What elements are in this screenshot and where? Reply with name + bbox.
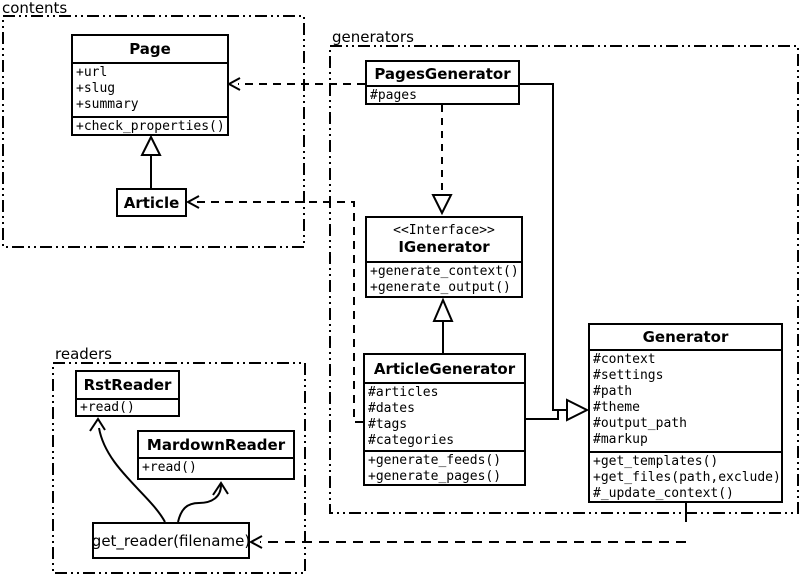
class-generator-attributes: #context #settings #path #theme #output_… bbox=[590, 349, 781, 451]
edge-generators-to-generator-generalization bbox=[519, 83, 590, 422]
class-pages-generator: PagesGenerator #pages bbox=[365, 60, 520, 105]
edge-pagesgenerator-to-igenerator-realization bbox=[431, 105, 453, 216]
class-pages-generator-attributes: #pages bbox=[367, 85, 518, 103]
class-page: Page +url +slug +summary +check_properti… bbox=[71, 34, 229, 136]
class-rst-reader-title: RstReader bbox=[83, 376, 172, 394]
edge-generator-to-getreader-dependency bbox=[248, 503, 687, 549]
class-igenerator-title: <<Interface>> IGenerator bbox=[367, 218, 521, 261]
class-page-methods: +check_properties() bbox=[73, 116, 227, 134]
edge-articlegenerator-to-article-dependency bbox=[185, 195, 363, 423]
class-page-title: Page bbox=[129, 40, 171, 58]
class-article: Article bbox=[116, 188, 187, 217]
class-generator-title: Generator bbox=[642, 328, 729, 346]
edge-articlegenerator-to-igenerator-generalization bbox=[432, 297, 454, 353]
class-article-generator-attributes: #articles #dates #tags #categories bbox=[365, 382, 524, 450]
class-article-title: Article bbox=[123, 193, 180, 212]
class-generator: Generator #context #settings #path #them… bbox=[588, 323, 783, 503]
class-igenerator-name: IGenerator bbox=[398, 237, 490, 256]
class-pages-generator-title: PagesGenerator bbox=[374, 64, 511, 83]
class-mardown-reader: MardownReader +read() bbox=[137, 430, 295, 480]
class-article-generator: ArticleGenerator #articles #dates #tags … bbox=[363, 353, 526, 486]
package-label-generators: generators bbox=[332, 28, 414, 46]
class-article-generator-title: ArticleGenerator bbox=[373, 359, 516, 378]
package-label-contents: contents bbox=[2, 0, 68, 17]
class-mardown-reader-methods: +read() bbox=[139, 457, 293, 478]
class-igenerator: <<Interface>> IGenerator +generate_conte… bbox=[365, 216, 523, 298]
class-igenerator-methods: +generate_context() +generate_output() bbox=[367, 261, 521, 296]
class-igenerator-stereotype: <<Interface>> bbox=[393, 222, 495, 238]
class-generator-methods: +get_templates() +get_files(path,exclude… bbox=[590, 451, 781, 501]
class-article-generator-methods: +generate_feeds() +generate_pages() bbox=[365, 450, 524, 484]
class-rst-reader-methods: +read() bbox=[77, 398, 178, 415]
package-label-readers: readers bbox=[55, 345, 112, 363]
function-get-reader: get_reader(filename) bbox=[92, 522, 250, 559]
edge-pagesgenerator-to-page-dependency bbox=[226, 77, 365, 91]
class-page-attributes: +url +slug +summary bbox=[73, 62, 227, 116]
class-mardown-reader-title: MardownReader bbox=[146, 435, 286, 454]
edge-getreader-to-mardownreader bbox=[177, 481, 229, 523]
edge-article-to-page-generalization bbox=[140, 134, 162, 188]
class-rst-reader: RstReader +read() bbox=[75, 370, 180, 417]
